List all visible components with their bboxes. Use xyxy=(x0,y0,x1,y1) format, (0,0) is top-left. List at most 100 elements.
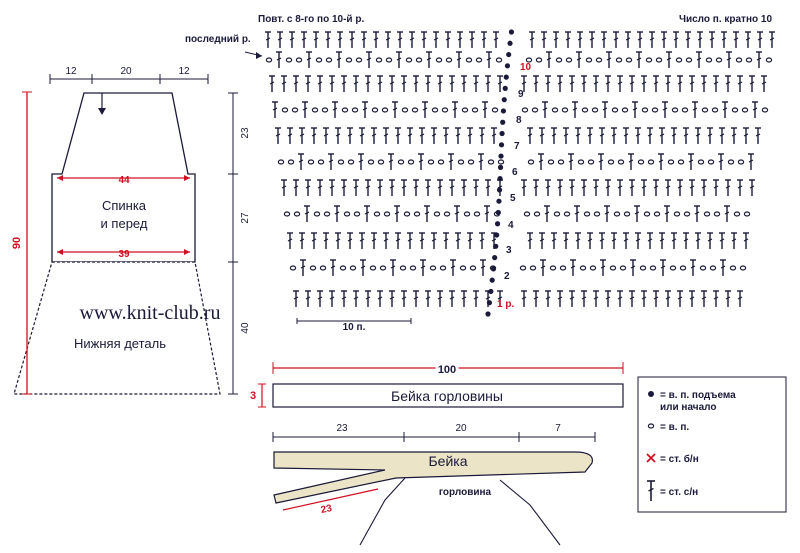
dc-stitch xyxy=(672,31,680,49)
chain-stitch xyxy=(337,159,345,165)
dc-stitch xyxy=(664,75,672,93)
dc-stitch xyxy=(363,205,371,223)
dc-stitch xyxy=(423,205,431,223)
chain-stitch xyxy=(713,211,721,217)
dc-stitch xyxy=(748,179,756,197)
dc-stitch xyxy=(663,205,671,223)
chain-stitch xyxy=(379,265,387,271)
dc-stitch xyxy=(436,75,444,93)
dc-stitch xyxy=(628,75,636,93)
side-dim-2: 27 xyxy=(240,212,251,224)
dc-stitch xyxy=(640,179,648,197)
chain-stitch xyxy=(315,57,323,63)
dc-stitch xyxy=(432,31,440,49)
dc-stitch xyxy=(400,290,408,308)
chain-stitch xyxy=(677,159,685,165)
dc-stitch xyxy=(622,232,630,250)
chain-stitch xyxy=(401,107,409,113)
dc-stitch xyxy=(448,75,456,93)
legend-dc: = ст. с/н xyxy=(660,487,698,498)
neck-band-length: 100 xyxy=(438,364,456,376)
dc-symbol-icon xyxy=(647,480,655,501)
dc-stitch xyxy=(628,179,636,197)
chain-stitch xyxy=(711,107,719,113)
chain-stitch xyxy=(639,265,647,271)
chain-stitch xyxy=(681,107,689,113)
dc-stitch xyxy=(550,127,558,145)
body-label-2: и перед xyxy=(101,216,148,231)
dc-stitch xyxy=(324,31,332,49)
chain-stitch xyxy=(415,57,423,63)
dc-stitch xyxy=(478,232,486,250)
dc-stitch xyxy=(556,290,564,308)
top-dim-2: 20 xyxy=(120,66,132,77)
dc-stitch xyxy=(544,290,552,308)
chain-stitch xyxy=(441,107,449,113)
chain-stitch xyxy=(745,57,753,63)
dc-stitch xyxy=(406,127,414,145)
dc-stitch xyxy=(556,75,564,93)
dc-stitch xyxy=(635,51,643,69)
dc-stitch xyxy=(466,232,474,250)
chain-stitch xyxy=(581,107,589,113)
dc-stitch xyxy=(520,179,528,197)
dc-stitch xyxy=(567,153,575,171)
dc-stitch xyxy=(436,290,444,308)
chain-stitch xyxy=(699,265,707,271)
chain-stitch xyxy=(709,265,717,271)
dc-stitch xyxy=(479,259,487,277)
dc-stitch xyxy=(336,31,344,49)
dc-stitch xyxy=(694,232,702,250)
dc-stitch xyxy=(544,75,552,93)
dc-stitch xyxy=(676,290,684,308)
dc-stitch xyxy=(574,127,582,145)
sc-symbol-icon xyxy=(646,453,656,463)
bust-width: 44 xyxy=(118,175,130,186)
dc-stitch xyxy=(329,259,337,277)
dc-stitch xyxy=(418,232,426,250)
dc-stitch xyxy=(480,31,488,49)
chain-stitch xyxy=(611,107,619,113)
chain-stitch xyxy=(369,265,377,271)
dc-stitch xyxy=(442,232,450,250)
row-number: 4 xyxy=(508,220,514,231)
dc-stitch xyxy=(328,290,336,308)
chain-stitch xyxy=(557,159,565,165)
chain-stitch xyxy=(381,107,389,113)
turning-chain-dot xyxy=(500,108,507,114)
dc-stitch xyxy=(682,127,690,145)
chain-stitch xyxy=(445,57,453,63)
dc-stitch xyxy=(706,232,714,250)
dc-stitch xyxy=(562,127,570,145)
dc-stitch xyxy=(388,75,396,93)
dc-stitch xyxy=(389,259,397,277)
chain-stitch xyxy=(293,211,301,217)
dc-stitch xyxy=(545,51,553,69)
dc-stitch xyxy=(448,179,456,197)
dc-stitch xyxy=(280,75,288,93)
neck-band-label: Бейка горловины xyxy=(391,388,503,404)
dc-stitch xyxy=(599,259,607,277)
total-height: 90 xyxy=(11,237,23,249)
dc-stitch xyxy=(448,290,456,308)
chain-stitch xyxy=(585,57,593,63)
chain-stitch xyxy=(535,57,543,63)
band-dim-1: 23 xyxy=(336,423,348,434)
chain-stitch xyxy=(655,57,663,63)
dc-stitch xyxy=(742,232,750,250)
dc-stitch xyxy=(550,232,558,250)
dc-stitch xyxy=(539,259,547,277)
chain-stitch xyxy=(491,107,499,113)
chain-stitch xyxy=(497,159,505,165)
chain-stitch xyxy=(529,265,537,271)
dc-stitch xyxy=(328,179,336,197)
dc-stitch xyxy=(742,127,750,145)
chain-stitch xyxy=(531,107,539,113)
dc-stitch xyxy=(592,75,600,93)
chain-stitch xyxy=(667,159,675,165)
chain-stitch xyxy=(737,159,745,165)
chain-stitch xyxy=(765,57,773,63)
dc-stitch xyxy=(712,290,720,308)
chain-stitch xyxy=(439,265,447,271)
dc-stitch xyxy=(694,127,702,145)
